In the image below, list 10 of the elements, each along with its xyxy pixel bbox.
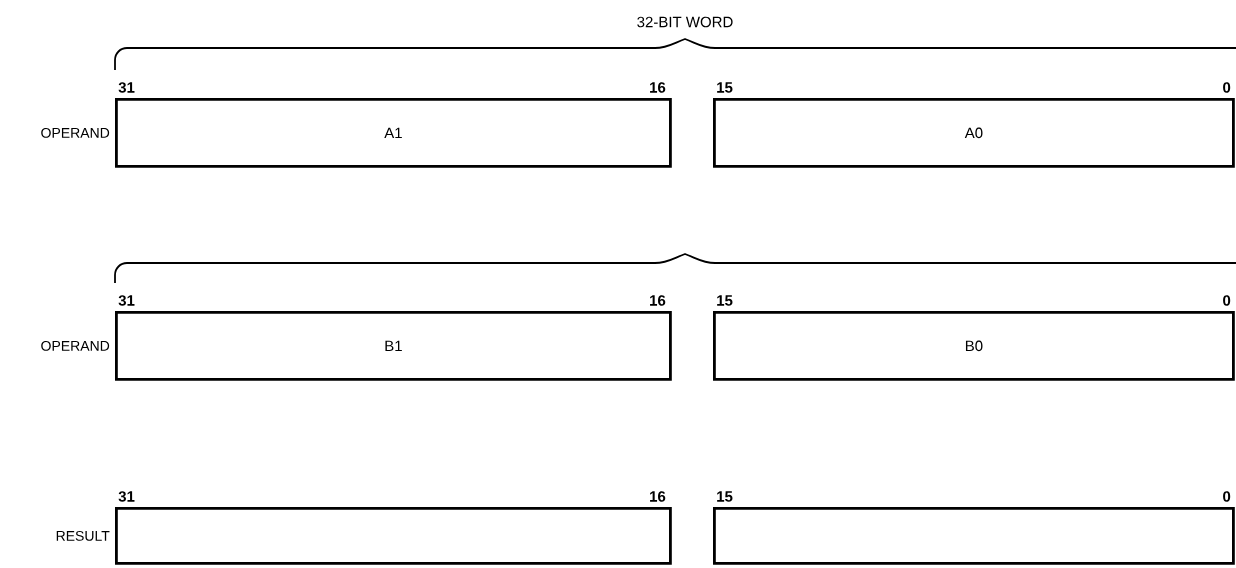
field-box	[115, 507, 672, 565]
row-label: RESULT	[56, 530, 110, 541]
field-box: B0	[713, 311, 1235, 381]
title: 32-BIT WORD	[637, 16, 733, 28]
field-box: A1	[115, 98, 672, 168]
field-box: A0	[713, 98, 1235, 168]
row-label: OPERAND	[41, 340, 110, 351]
field-box	[713, 507, 1235, 565]
row-label: OPERAND	[41, 127, 110, 138]
field-box: B1	[115, 311, 672, 381]
